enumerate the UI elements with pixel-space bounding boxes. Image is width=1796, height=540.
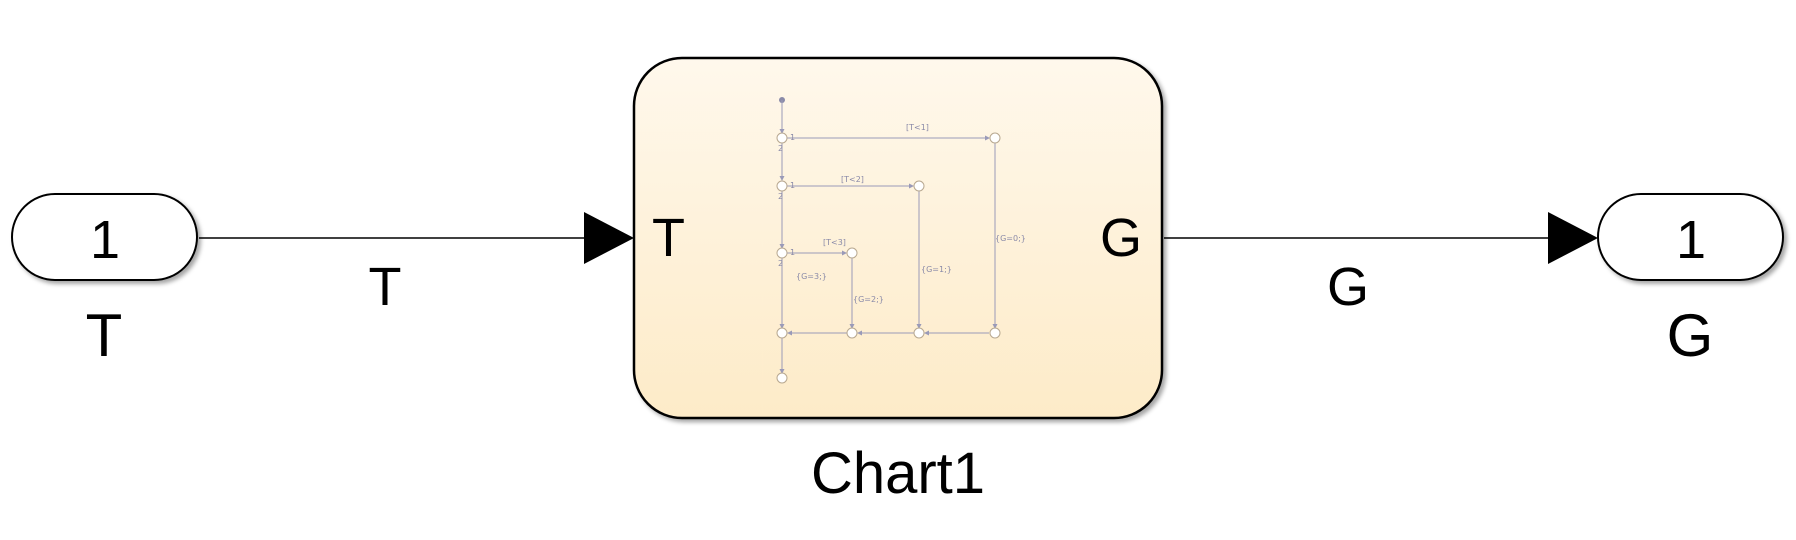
input-arrowhead (584, 212, 634, 264)
chart-input-port-label: T (652, 208, 685, 268)
action-g-3: {G=3;} (796, 272, 827, 281)
input-signal-line[interactable] (199, 212, 634, 264)
chart-output-port-label: G (1100, 208, 1142, 268)
action-g-2: {G=2;} (853, 295, 884, 304)
priority-label: 2 (778, 192, 783, 201)
inport-name: T (86, 302, 123, 369)
condition-t-lt-1: [T<1] (906, 123, 929, 132)
priority-label: 2 (778, 259, 783, 268)
flow-chart-preview: [T<1] [T<2] [T<3] {G=0;} {G=1;} {G=2;} {… (776, 97, 1026, 384)
priority-label: 2 (778, 144, 783, 153)
input-signal-label: T (369, 257, 402, 317)
outport-name: G (1667, 302, 1714, 369)
priority-label: 1 (790, 181, 795, 190)
inport-block[interactable]: 1 (11, 193, 198, 281)
output-signal-line[interactable] (1164, 212, 1598, 264)
outport-number: 1 (1676, 210, 1706, 270)
action-g-1: {G=1;} (921, 265, 952, 274)
priority-label: 1 (790, 248, 795, 257)
priority-label: 1 (790, 133, 795, 142)
condition-t-lt-3: [T<3] (823, 238, 846, 247)
outport-block[interactable]: 1 (1597, 193, 1784, 281)
chart-name: Chart1 (811, 441, 985, 506)
condition-t-lt-2: [T<2] (841, 175, 864, 184)
inport-number: 1 (90, 210, 120, 270)
action-g-0: {G=0;} (995, 234, 1026, 243)
output-arrowhead (1548, 212, 1598, 264)
chart-block[interactable]: T G (632, 56, 1164, 420)
output-signal-label: G (1327, 257, 1369, 317)
